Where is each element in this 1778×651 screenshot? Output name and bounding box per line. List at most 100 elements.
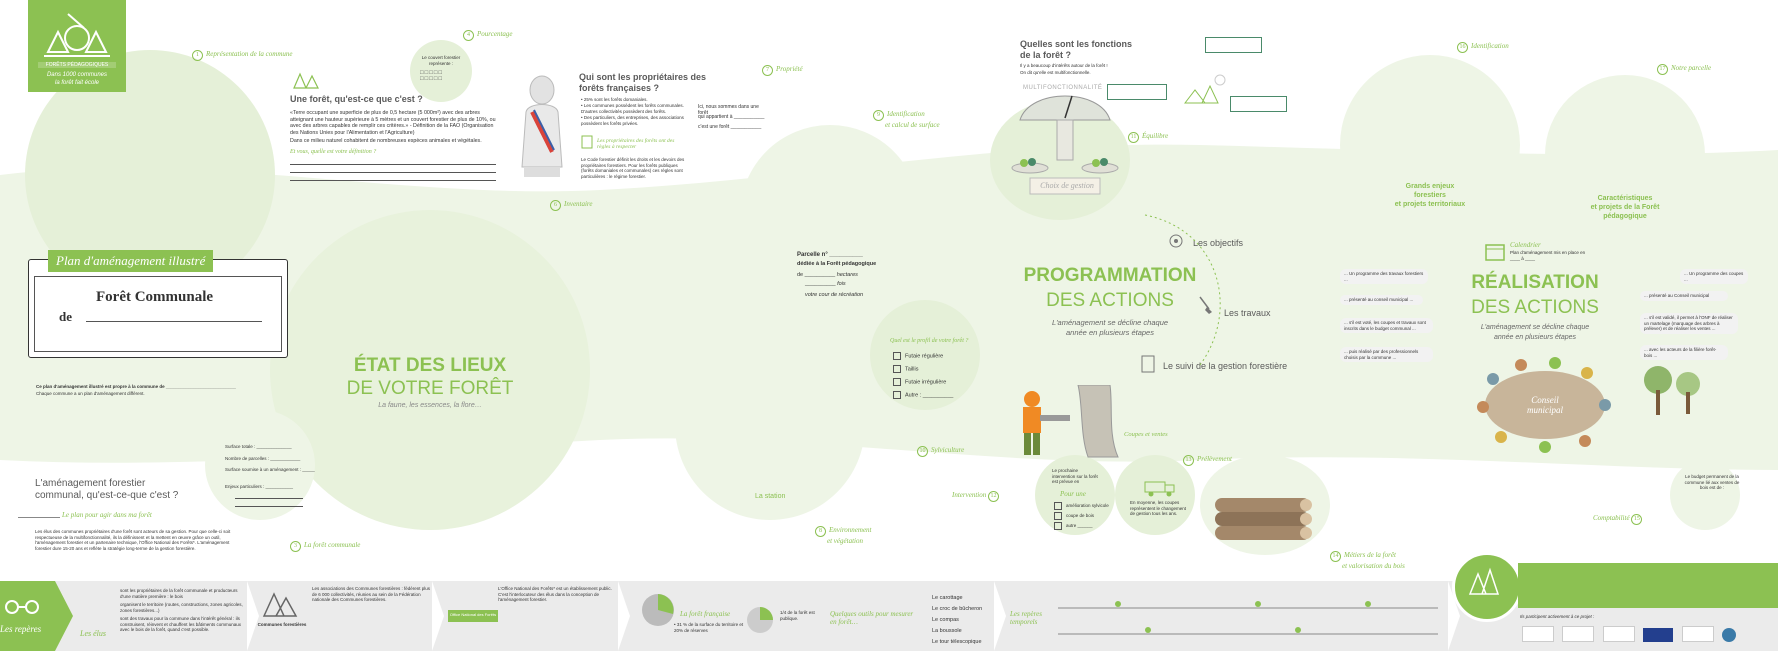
bottom-cofor: Les associations des Communes forestière… bbox=[312, 586, 431, 603]
station-label: La station bbox=[755, 493, 786, 500]
prelevement-c2[interactable]: coupe de bois bbox=[1054, 512, 1094, 520]
bottom-tool-1: Le carottage bbox=[932, 595, 963, 601]
definition-text-2: Dans ce milieu naturel cohabitent de nom… bbox=[290, 138, 482, 144]
fncofor-emblem bbox=[1452, 552, 1522, 622]
amenagement-title-1: L'aménagement forestier bbox=[35, 478, 146, 489]
plan-commune-line bbox=[86, 320, 262, 322]
prelevement-c3[interactable]: autre ______ bbox=[1054, 522, 1093, 530]
realisation-cal-text: Plan d'aménagement mis en place en ____ … bbox=[1510, 250, 1586, 261]
circle-station bbox=[675, 330, 865, 520]
logo-tagline-1: Dans 1000 communes bbox=[46, 72, 108, 78]
reperes-tab-arrow bbox=[55, 581, 73, 651]
fncofor-trees-icon bbox=[1468, 567, 1500, 595]
bottom-partners: Ils participent activement à ce projet : bbox=[1520, 614, 1595, 619]
bottom-onf: L'Office National des Forêts* est un éta… bbox=[498, 586, 612, 603]
surface-f1: Surface totale : ______________ bbox=[225, 444, 292, 449]
profil-checkbox-2[interactable] bbox=[893, 365, 901, 373]
parcelle-l5: __________ fois bbox=[805, 281, 846, 287]
definition-question: Et vous, quelle est votre définition ? bbox=[290, 149, 377, 155]
realisation-c4: ... avec les acteurs de la filière forêt… bbox=[1640, 345, 1728, 361]
definition-title: Une forêt, qu'est-ce que c'est ? bbox=[290, 94, 423, 104]
circle-comptabilite bbox=[1670, 460, 1740, 530]
etat-line2: DE VOTRE FORÊT bbox=[346, 378, 514, 399]
programmation-objectifs: Les objectifs bbox=[1193, 238, 1244, 248]
definition-text: «Terre occupant une superficie de plus d… bbox=[290, 110, 496, 136]
bottom-divider-2 bbox=[432, 581, 444, 651]
realisation-b4: ... puis réalisé par des professionnels … bbox=[1340, 347, 1433, 363]
bottom-tool-5: Le tour télescopique bbox=[932, 639, 982, 645]
calendar-icon bbox=[1485, 244, 1505, 261]
circle-notre-parcelle bbox=[1545, 75, 1705, 235]
public-pie-icon bbox=[747, 607, 773, 633]
fonctions-box-1[interactable] bbox=[1205, 37, 1262, 53]
bottom-divider-1 bbox=[247, 581, 259, 651]
circle-intervention bbox=[1035, 455, 1115, 535]
bottom-elus-b1: sont les propriétaires de la forêt commu… bbox=[120, 588, 238, 599]
prelevement-checkbox-1[interactable] bbox=[1054, 502, 1062, 510]
plan-frame bbox=[28, 259, 288, 358]
fonctions-title-1: Quelles sont les fonctions bbox=[1020, 39, 1133, 49]
bottom-france: La forêt française bbox=[680, 610, 731, 618]
bottom-divider-4 bbox=[994, 581, 1006, 651]
surface-f3: Surface soumise à un aménagement : _____ bbox=[225, 467, 315, 472]
plan-banner: Plan d'aménagement illustré bbox=[48, 250, 214, 272]
partner-logos bbox=[1520, 622, 1770, 648]
dotted-arc bbox=[1144, 214, 1221, 366]
realisation-c3: ... s'il est validé, il permet à l'ONF d… bbox=[1640, 313, 1738, 334]
bottom-elus-b2: organisent le territoire (routes, constr… bbox=[120, 602, 243, 613]
surface-line-1 bbox=[235, 497, 303, 499]
glasses-icon bbox=[5, 600, 39, 614]
council-table-illustration bbox=[1477, 357, 1611, 453]
profil-checkbox-3[interactable] bbox=[893, 378, 901, 386]
proprietaires-b3: • Des particuliers, des entreprises, des… bbox=[581, 115, 684, 126]
proprietaires-b1: • 25% sont les forêts domaniales. bbox=[581, 97, 648, 102]
profil-o2[interactable]: Taillis bbox=[893, 365, 918, 373]
bottom-temporels: Les repères temporels bbox=[1010, 610, 1042, 626]
fonctions-box-3[interactable] bbox=[1230, 96, 1287, 112]
target-icon bbox=[1169, 234, 1183, 248]
proprietaires-b2: • Les communes possèdent les forêts comm… bbox=[581, 103, 684, 114]
trees-illustration bbox=[1644, 366, 1700, 415]
trees-icon bbox=[293, 72, 319, 89]
prelevement-checkbox-3[interactable] bbox=[1054, 522, 1062, 530]
parcelle-l1: Parcelle n° __________ bbox=[797, 252, 863, 258]
proprietaires-title: Qui sont les propriétaires des forêts fr… bbox=[579, 72, 707, 94]
surface-f2: Nombre de parcelles : ____________ bbox=[225, 456, 301, 461]
parcelle-l2: dédiée à la Forêt pédagogique bbox=[797, 261, 877, 267]
realisation-b1: ... Un programme des travaux forestiers … bbox=[1340, 269, 1428, 285]
france-map-pie-icon bbox=[642, 594, 674, 626]
marianne-bust-icon bbox=[521, 75, 563, 177]
profil-o1[interactable]: Futaie régulière bbox=[893, 352, 943, 360]
parcelle-l6: votre cour de récréation bbox=[805, 292, 864, 298]
profil-title: Quel est le profil de votre forêt ? bbox=[890, 338, 969, 344]
prelevement-c1[interactable]: amélioration sylvicole bbox=[1054, 502, 1109, 510]
prelevement-checkbox-2[interactable] bbox=[1054, 512, 1062, 520]
profil-checkbox-4[interactable] bbox=[893, 391, 901, 399]
timeline-illustration bbox=[1058, 601, 1438, 635]
fonctions-box-2[interactable] bbox=[1107, 84, 1167, 100]
propriete-l1: Ici, nous sommes dans une forêt bbox=[698, 104, 759, 117]
surface-line-2 bbox=[235, 505, 303, 507]
circle-prelevement bbox=[1115, 455, 1195, 535]
profil-checkbox-1[interactable] bbox=[893, 352, 901, 360]
bottom-elus-b3: sont des travaux pour la commune dans l'… bbox=[120, 616, 241, 633]
prelevement-pour-une: Pour une bbox=[1060, 490, 1086, 498]
couvert-boxes: □□□□□□□□□□ bbox=[420, 70, 444, 82]
profil-o3[interactable]: Futaie irrégulière bbox=[893, 378, 946, 386]
bottom-onf-name: Office National des Forêts bbox=[449, 612, 497, 617]
book-icon bbox=[581, 135, 593, 149]
programmation-suivi: Le suivi de la gestion forestière bbox=[1163, 361, 1288, 371]
realisation-line1: RÉALISATION bbox=[1471, 272, 1599, 293]
profil-o4[interactable]: Autre : __________ bbox=[893, 391, 953, 399]
circle-etat-des-lieux bbox=[270, 210, 590, 530]
propriete-l3: c'est une forêt ___________ bbox=[698, 124, 762, 130]
proprietaires-note: Les propriétaires des forêts ont des règ… bbox=[597, 138, 675, 150]
